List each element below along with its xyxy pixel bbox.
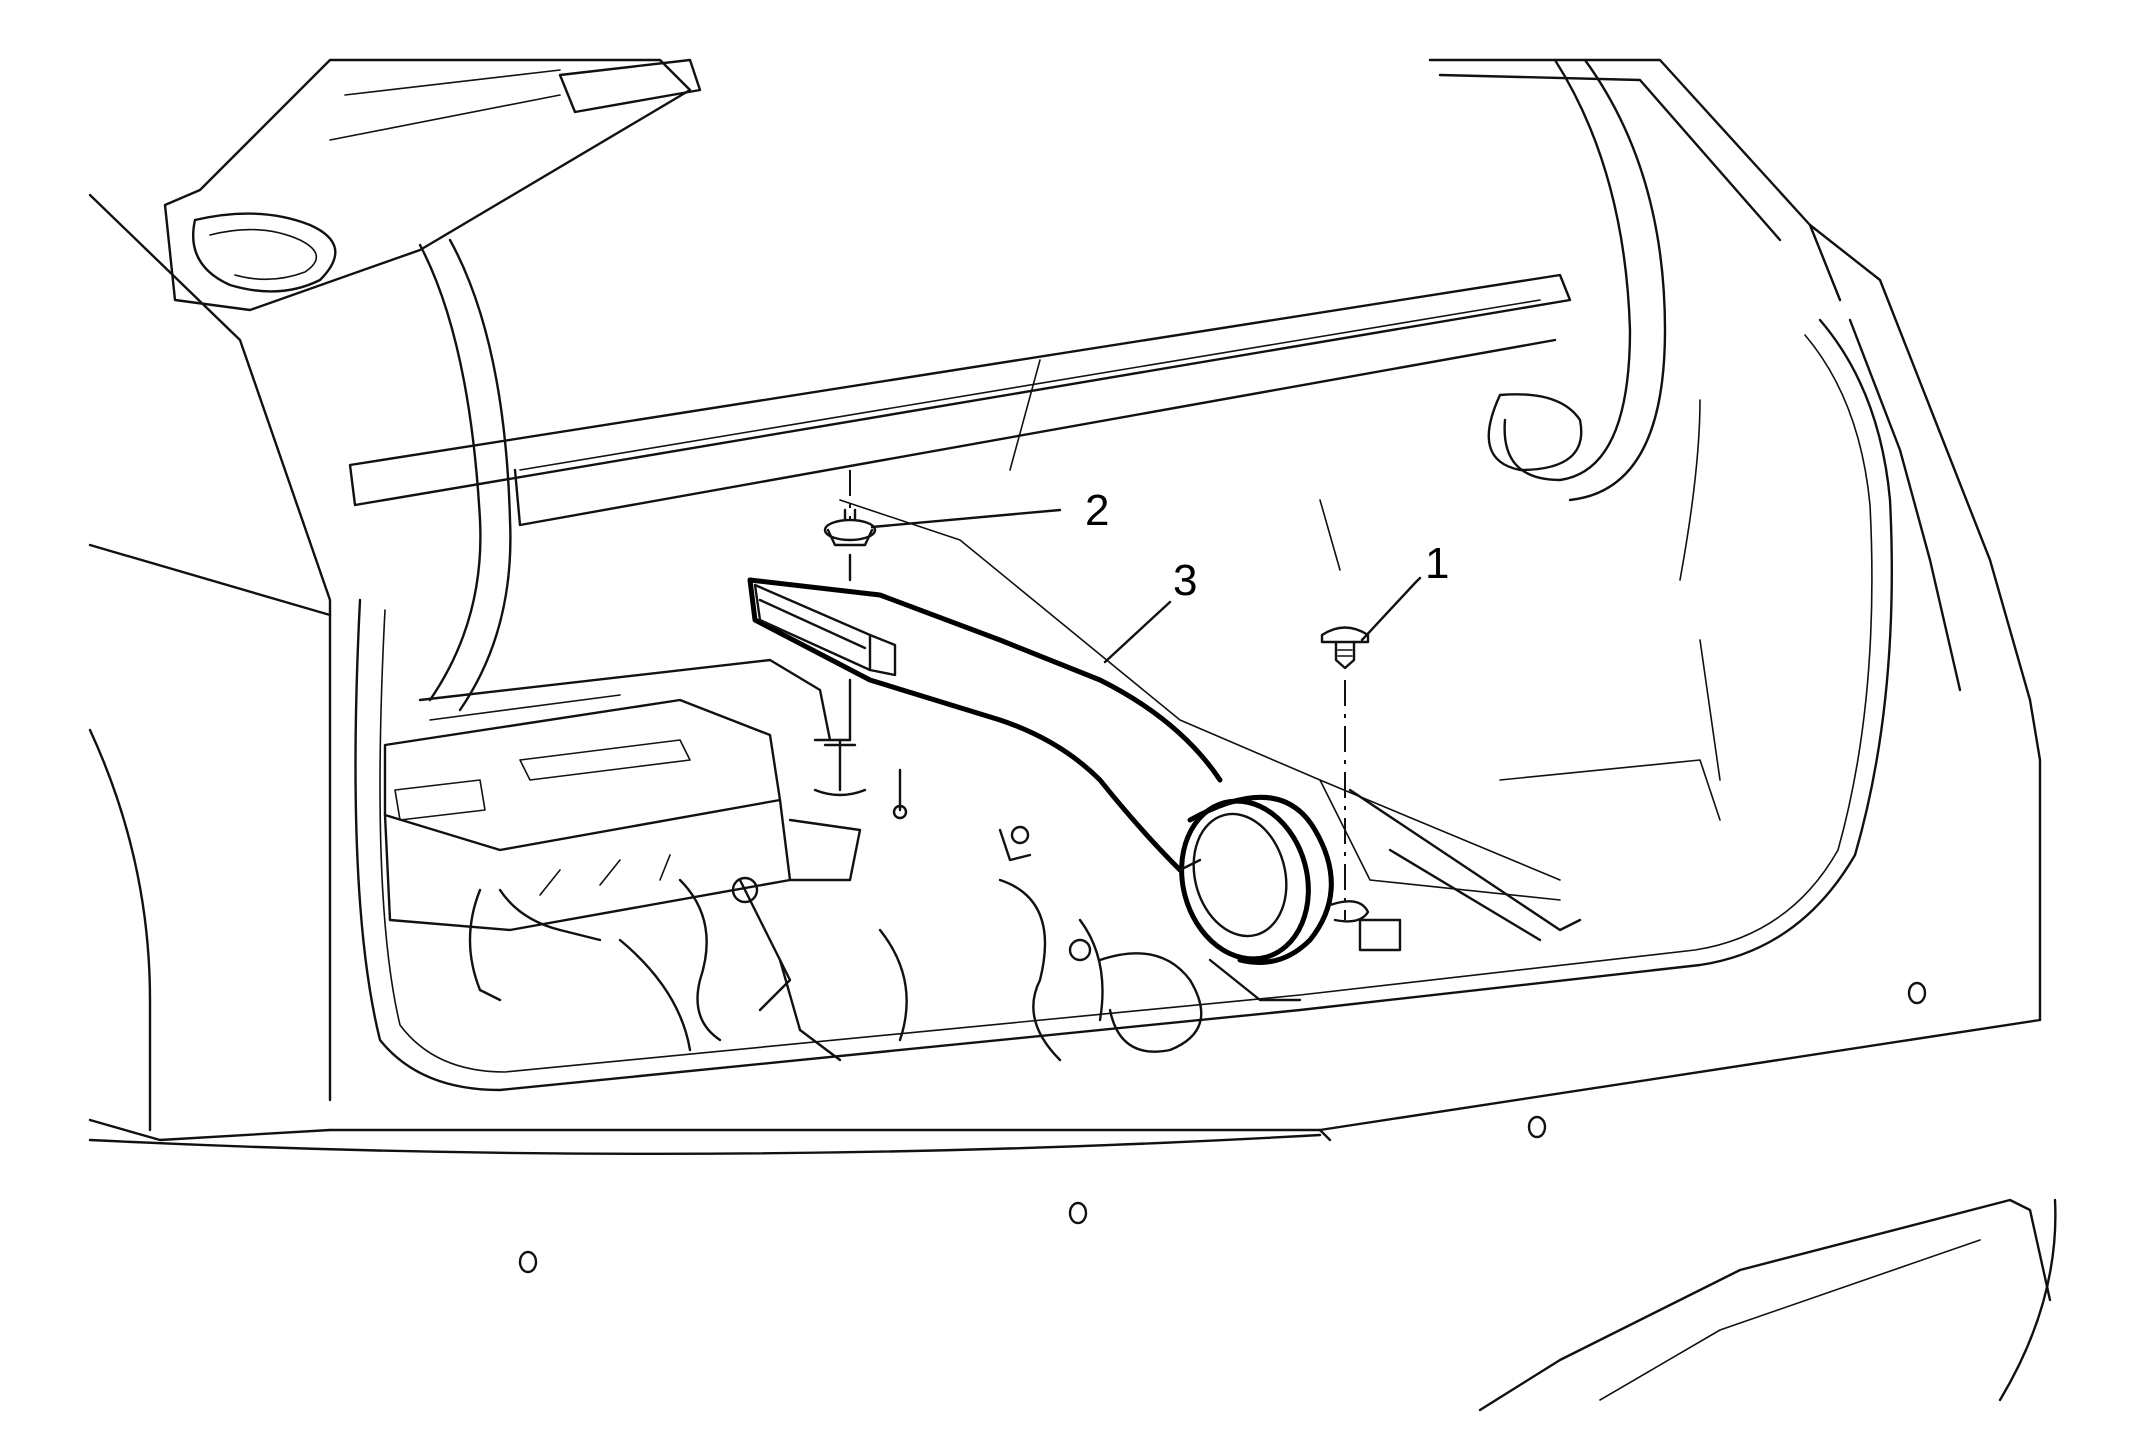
trunk-opening-rim	[354, 318, 1893, 1092]
rear-shelf	[348, 273, 1572, 527]
lid-hinge-left	[418, 238, 512, 712]
body-holes	[518, 981, 1927, 1274]
lid-hinge-right	[1503, 58, 1667, 502]
leader-line-1	[1360, 576, 1422, 642]
callout-3: 3	[1173, 556, 1197, 605]
trunk-lid	[163, 58, 1842, 312]
floor-stud	[813, 738, 867, 797]
vehicle-body	[88, 193, 2057, 1412]
retainer-clip	[1320, 626, 1370, 923]
trunk-interior	[839, 359, 1721, 942]
grommet	[813, 470, 877, 742]
floor-equipment	[618, 768, 1402, 1062]
leader-line-2	[870, 508, 1062, 529]
leader-line-3	[1103, 600, 1172, 664]
callout-1: 1	[1425, 539, 1449, 588]
battery-module	[383, 658, 862, 1042]
callout-2: 2	[1085, 486, 1109, 535]
air-duct	[747, 577, 1334, 965]
